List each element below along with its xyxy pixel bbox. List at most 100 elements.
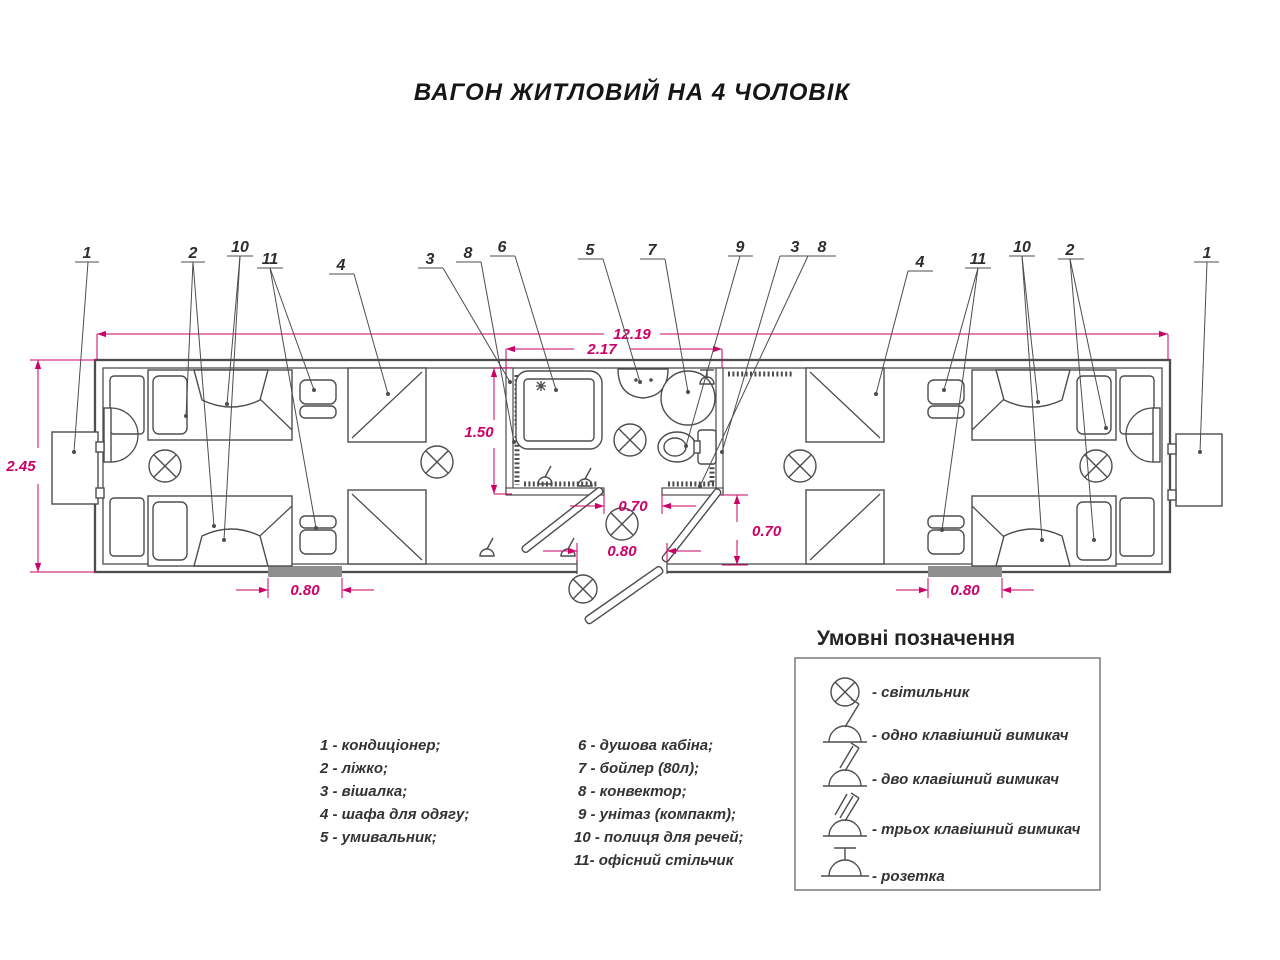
callout-number: 9	[736, 239, 745, 256]
legend: Умовні позначення - світильник - одно кл…	[794, 627, 1101, 891]
legend-label: - розетка	[872, 868, 945, 885]
shelf	[995, 528, 1071, 567]
legend-label: - одно клавішний вимикач	[872, 727, 1069, 744]
parts-item: 9 - унітаз (компакт);	[578, 806, 736, 823]
parts-item: 1 - кондиціонер;	[320, 737, 441, 754]
one-key-switch-icon	[823, 698, 867, 743]
callout-number: 8	[818, 239, 827, 256]
door-leaf	[661, 488, 722, 563]
two-key-switch-icon	[823, 742, 867, 787]
lamp-icon	[783, 449, 817, 483]
left-room	[103, 367, 427, 567]
dim-total-length: 12.19	[613, 326, 651, 343]
toilet	[657, 429, 717, 465]
parts-item: 5 - умивальник;	[320, 829, 437, 846]
door-arc	[110, 407, 139, 463]
locker	[1119, 497, 1155, 557]
parts-item: 11- офісний стільчик	[574, 852, 735, 869]
one-key-switch-icon	[479, 537, 495, 557]
callout-number: 10	[231, 239, 249, 256]
callout-number: 1	[1203, 245, 1212, 262]
dim-sanitary-depth: 1.50	[464, 424, 494, 441]
lamps	[148, 423, 1113, 604]
callout-number: 8	[464, 245, 473, 262]
right-room	[805, 367, 1161, 567]
shelf	[193, 528, 269, 567]
lamp-icon	[1079, 449, 1113, 483]
dim-sanitary-width: 2.17	[586, 341, 617, 358]
parts-item: 3 - вішалка;	[320, 783, 407, 800]
callout-number: 3	[791, 239, 800, 256]
parts-item: 10 - полиця для речей;	[574, 829, 744, 846]
callout-number: 4	[915, 254, 925, 271]
one-key-switch-icon	[537, 465, 553, 485]
parts-item: 2 - ліжко;	[319, 760, 388, 777]
locker	[109, 497, 145, 557]
lamp-icon	[568, 574, 598, 604]
callout-number: 7	[648, 242, 658, 259]
shelf	[995, 369, 1071, 408]
parts-item: 4 - шафа для одягу;	[319, 806, 469, 823]
three-key-switch-icon	[823, 792, 867, 837]
wardrobe	[347, 489, 427, 565]
boiler	[660, 370, 716, 426]
parts-item: 8 - конвектор;	[578, 783, 687, 800]
entrance-door-leaf	[584, 565, 664, 625]
parts-list: 1 - кондиціонер; 2 - ліжко; 3 - вішалка;…	[319, 737, 744, 869]
wardrobe	[805, 489, 885, 565]
dim-wagon-width: 2.45	[5, 458, 36, 475]
door-panel	[1152, 407, 1161, 463]
dim-window-left: 0.80	[290, 582, 320, 599]
wardrobe	[805, 367, 885, 443]
dim-sanitary-door: 0.70	[618, 498, 648, 515]
dim-window-right: 0.80	[950, 582, 980, 599]
legend-label: - дво клавішний вимикач	[872, 771, 1059, 788]
door-arc	[1125, 407, 1154, 463]
stool	[299, 515, 337, 555]
callout-number: 3	[426, 251, 435, 268]
socket-icon	[821, 847, 869, 877]
callouts: 1 2 10 11 4 3 8 6 5 7 9	[72, 239, 1219, 542]
parts-item: 6 - душова кабіна;	[578, 737, 713, 754]
plan-switches	[479, 369, 715, 557]
dimensions: 12.19 2.17 2.45 1.50 0.70 0.70	[3, 326, 1169, 599]
stool	[927, 515, 965, 555]
dim-vestibule-depth: 0.70	[752, 523, 782, 540]
one-key-switch-icon	[577, 467, 593, 487]
callout-number: 4	[336, 257, 346, 274]
one-key-switch-icon	[560, 537, 576, 557]
callout-number: 6	[498, 239, 507, 256]
callout-number: 11	[970, 251, 987, 268]
legend-label: - світильник	[872, 684, 971, 701]
wardrobe	[347, 367, 427, 443]
page-title: ВАГОН ЖИТЛОВИЙ НА 4 ЧОЛОВІК	[414, 77, 852, 106]
window-left	[268, 566, 342, 577]
locker	[109, 375, 145, 435]
stool	[927, 379, 965, 419]
lamp-icon	[148, 449, 182, 483]
lamp-icon	[613, 423, 647, 457]
window-right	[928, 566, 1002, 577]
air-conditioner-right	[1167, 433, 1223, 507]
dim-entrance-width: 0.80	[607, 543, 637, 560]
callout-number: 5	[586, 242, 596, 259]
legend-label: - трьох клавішний вимикач	[872, 821, 1081, 838]
stool	[299, 379, 337, 419]
entrance-opening	[577, 558, 667, 574]
callout-number: 2	[1065, 242, 1075, 259]
washbasin	[617, 368, 669, 399]
door-panel	[103, 407, 112, 463]
callout-number: 10	[1013, 239, 1031, 256]
door-leaf	[521, 486, 604, 554]
legend-box	[794, 657, 1101, 891]
lamp-icon	[420, 445, 454, 479]
parts-item: 7 - бойлер (80л);	[578, 760, 699, 777]
locker	[1119, 375, 1155, 435]
callout-number: 2	[188, 245, 198, 262]
lamp-icon	[605, 507, 639, 541]
callout-number: 1	[83, 245, 92, 262]
shelf	[193, 369, 269, 408]
legend-title: Умовні позначення	[817, 627, 1015, 650]
